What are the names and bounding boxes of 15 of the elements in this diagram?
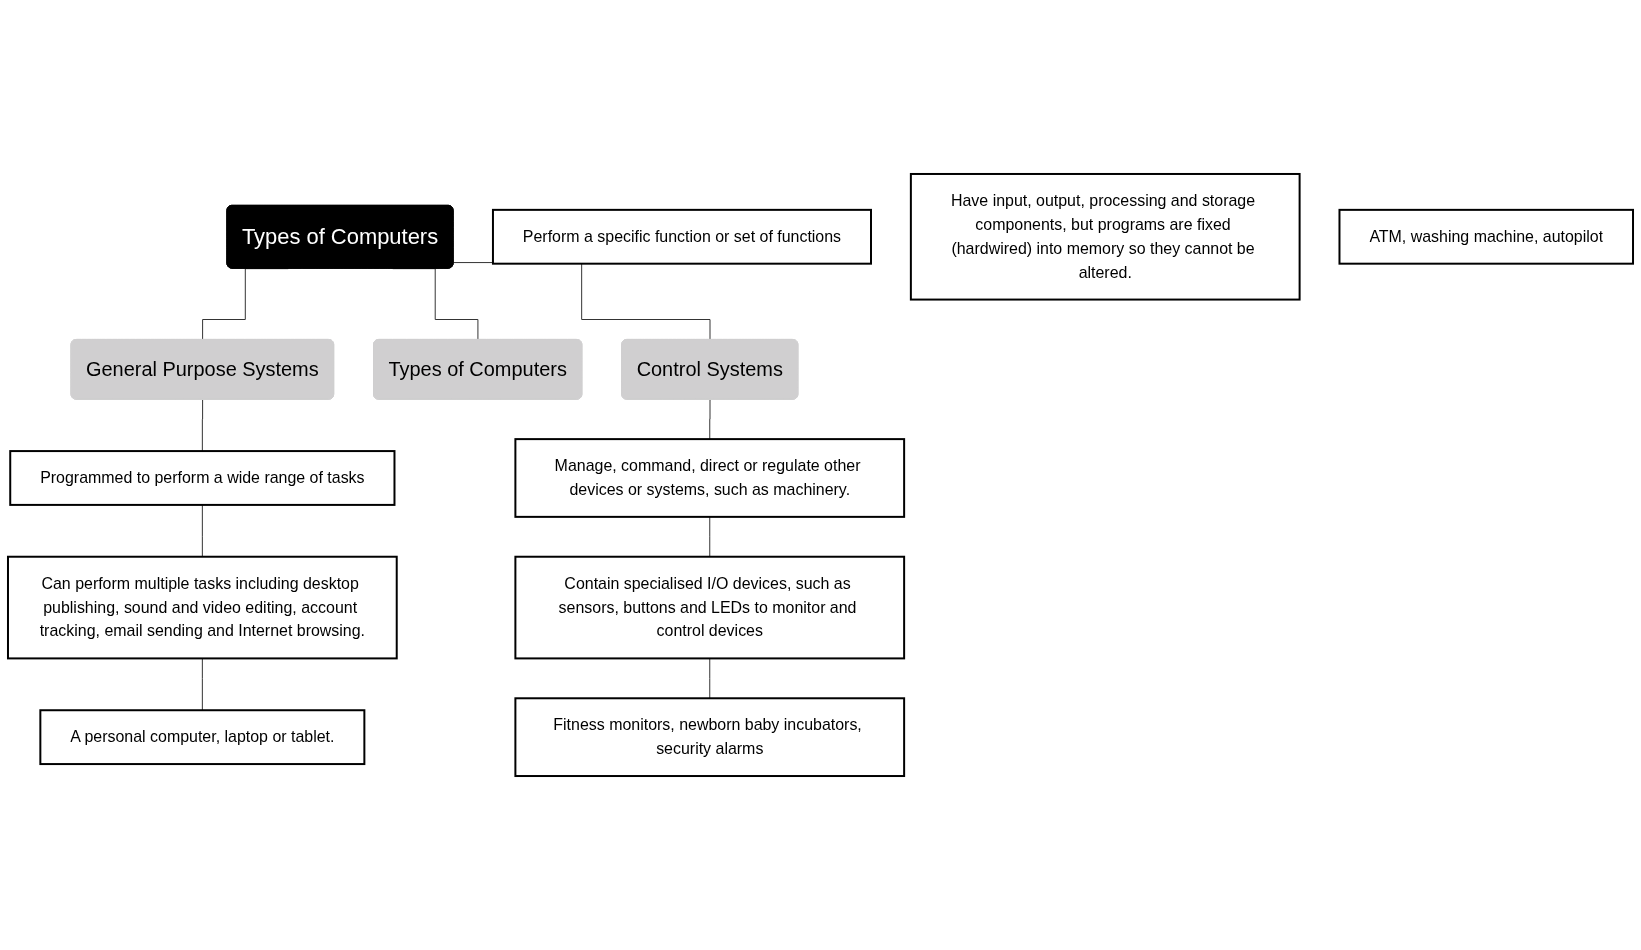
node-box: Have input, output, processing and storage components, but programs are fixed (hardwired) into memory so they cannot be altered.: [909, 172, 1301, 301]
node-box: Fitness monitors, newborn baby incubators, security alarms: [514, 697, 906, 778]
connector: [201, 504, 203, 558]
node-box: Contain specialised I/O devices, such as sensors, buttons and LEDs to monitor and control devices: [514, 555, 906, 660]
node-box: A personal computer, laptop or tablet.: [39, 709, 366, 766]
connector: [709, 399, 711, 440]
node-box: Manage, command, direct or regulate other devices or systems, such as machinery.: [514, 438, 906, 518]
connector: [709, 657, 711, 699]
node-box: Programmed to perform a wide range of tasks: [9, 450, 396, 506]
node-box: Perform a specific function or set of functions: [491, 208, 872, 265]
node-box: ATM, washing machine, autopilot: [1338, 208, 1634, 265]
connector: [201, 657, 203, 711]
node-box: Can perform multiple tasks including desktop publishing, sound and video editing, account tracking, email sending and Internet browsing.: [7, 555, 398, 660]
connector: [201, 399, 204, 452]
connector: [709, 516, 711, 558]
